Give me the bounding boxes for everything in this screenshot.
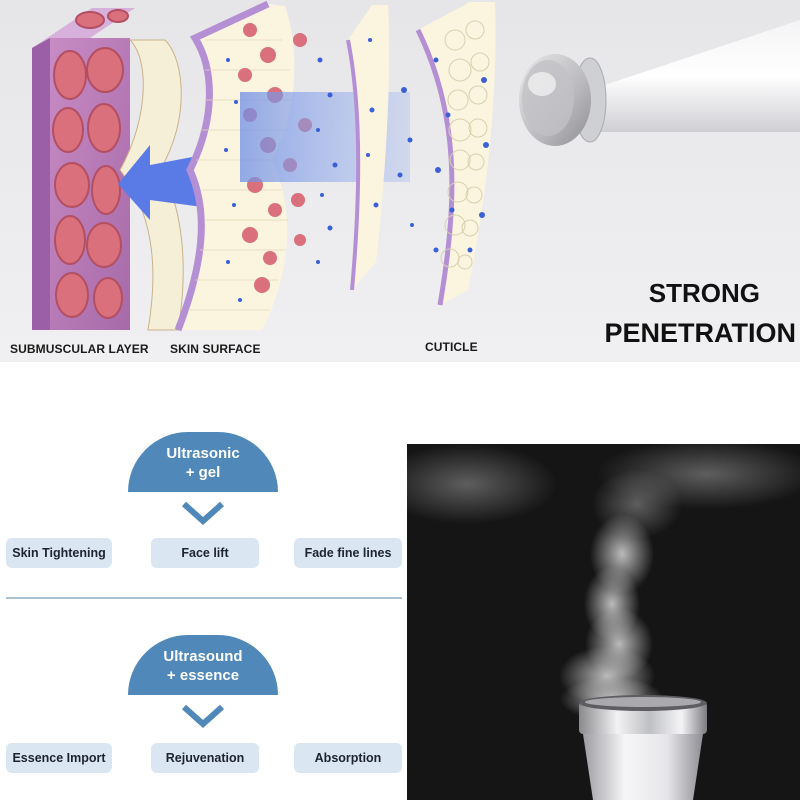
mist-device-illustration: [407, 444, 800, 800]
label-skin-surface: SKIN SURFACE: [170, 342, 261, 356]
chevron-down-icon: [181, 501, 225, 526]
label-submuscular-layer: SUBMUSCULAR LAYER: [10, 342, 149, 356]
skin-layers-illustration: [32, 0, 800, 332]
benefit-pill: Face lift: [151, 538, 259, 568]
headline-strong: STRONG: [648, 278, 760, 308]
skin-surface-layer: [174, 0, 312, 332]
probe-wand-icon: [519, 20, 800, 146]
mode-dome-ultrasonic-gel: Ultrasonic + gel: [128, 432, 278, 492]
benefit-pill: Absorption: [294, 743, 402, 773]
dome-title: Ultrasound: [163, 648, 243, 665]
dome-title: Ultrasonic: [166, 445, 240, 462]
benefit-pill: Essence Import: [6, 743, 112, 773]
benefit-pill: Fade fine lines: [294, 538, 402, 568]
benefit-pill: Rejuvenation: [151, 743, 259, 773]
label-cuticle: CUTICLE: [425, 340, 478, 354]
skin-layer-diagram: SUBMUSCULAR LAYER SKIN SURFACE CUTICLE S…: [0, 0, 800, 362]
chevron-down-icon: [181, 704, 225, 729]
dome-subtitle: + essence: [166, 667, 240, 684]
dome-subtitle: + gel: [185, 464, 221, 481]
device-mist-photo: [407, 444, 800, 800]
section-divider: [6, 597, 402, 599]
cuticle-layer: [415, 2, 496, 306]
headline-penetration: PENETRATION: [604, 318, 796, 348]
droplets: [224, 38, 489, 302]
middle-layer: [346, 5, 390, 291]
benefit-pill: Skin Tightening: [6, 538, 112, 568]
benefits-flowchart: Ultrasonic + gel Skin Tightening Face li…: [0, 365, 405, 800]
submuscular-block: [32, 8, 184, 331]
mode-dome-ultrasound-essence: Ultrasound + essence: [128, 635, 278, 695]
